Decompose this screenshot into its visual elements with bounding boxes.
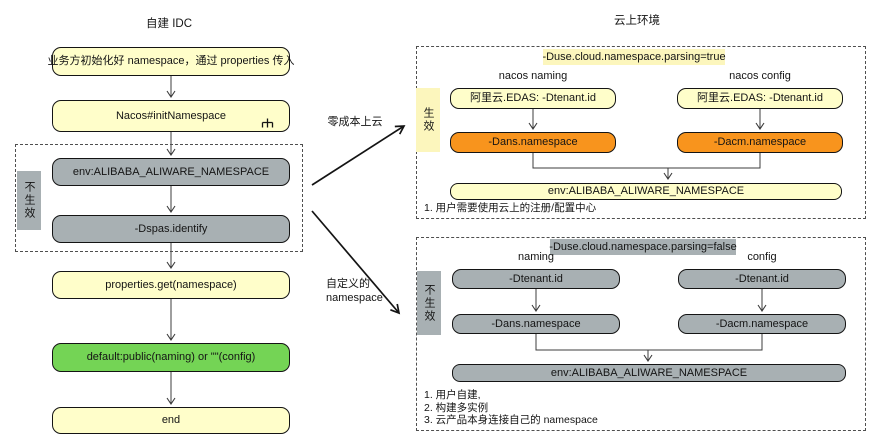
cloud-bottom-note-3: 3. 云产品本身连接自己的 namespace [424, 414, 598, 427]
flow-node-env-left: env:ALIBABA_ALIWARE_NAMESPACE [52, 158, 290, 186]
node-env-cloud-bottom: env:ALIBABA_ALIWARE_NAMESPACE [452, 364, 846, 382]
ineffective-group-left [15, 144, 303, 252]
node-acm-namespace-top: -Dacm.namespace [677, 132, 843, 153]
flow-node-init-namespace: 业务方初始化好 namespace，通过 properties 传入 [48, 47, 294, 76]
flow-node-properties-get: properties.get(namespace) [52, 271, 290, 299]
parsing-true-badge: -Duse.cloud.namespace.parsing=true [542, 49, 726, 65]
flow-node-default-value: default:public(naming) or ""(config) [52, 343, 290, 372]
node-ans-namespace-top: -Dans.namespace [450, 132, 616, 153]
custom-namespace-arrow-label: 自定义的 namespace [326, 278, 383, 306]
cloud-top-note-1: 1. 用户需要使用云上的注册/配置中心 [424, 202, 597, 214]
subgraph-icon [261, 118, 274, 128]
cloud-bottom-notes: 1. 用户自建, 2. 构建多实例 3. 云产品本身连接自己的 namespac… [424, 389, 598, 428]
col-label-config: config [747, 251, 777, 263]
node-edas-tenant-config: 阿里云.EDAS: -Dtenant.id [677, 88, 843, 109]
custom-namespace-arrow-label-line1: 自定义的 [326, 278, 370, 290]
effective-label: 生效 [416, 88, 440, 152]
custom-namespace-arrow-label-line2: namespace [326, 291, 383, 304]
ineffective-label-right: 不生效 [417, 271, 441, 335]
node-env-cloud-top: env:ALIBABA_ALIWARE_NAMESPACE [450, 183, 842, 200]
node-acm-namespace-bottom: -Dacm.namespace [678, 314, 846, 334]
cloud-parsing-false-group [416, 237, 866, 431]
cloud-top-notes: 1. 用户需要使用云上的注册/配置中心 [424, 202, 597, 216]
flow-node-dspas-identify: -Dspas.identify [52, 215, 290, 243]
flow-node-end: end [52, 407, 290, 434]
node-edas-tenant-naming: 阿里云.EDAS: -Dtenant.id [450, 88, 616, 109]
col-label-nacos-config: nacos config [729, 70, 791, 82]
ineffective-label-left: 不生效 [17, 171, 41, 230]
cloud-bottom-note-2: 2. 构建多实例 [424, 401, 489, 414]
cloud-bottom-note-1: 1. 用户自建, [424, 389, 481, 401]
zero-cost-arrow-label: 零成本上云 [327, 116, 383, 128]
node-ans-namespace-bottom: -Dans.namespace [452, 314, 620, 334]
flow-node-nacos-init: Nacos#initNamespace [52, 100, 290, 132]
node-tenant-id-config: -Dtenant.id [678, 269, 846, 289]
col-label-nacos-naming: nacos naming [498, 70, 568, 82]
flow-node-nacos-init-label: Nacos#initNamespace [115, 109, 227, 122]
col-label-naming: naming [517, 251, 555, 263]
node-tenant-id-naming: -Dtenant.id [452, 269, 620, 289]
left-flow-title: 自建 IDC [146, 18, 192, 30]
parsing-false-badge: -Duse.cloud.namespace.parsing=false [549, 239, 737, 255]
cloud-title: 云上环境 [614, 15, 660, 27]
